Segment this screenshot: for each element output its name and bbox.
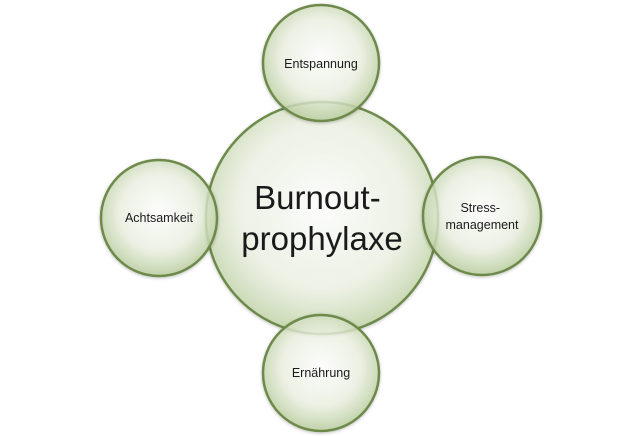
stressmanagement-label-line-2: management	[446, 218, 519, 232]
achtsamkeit-label: Achtsamkeit	[125, 211, 194, 225]
satellite-node-achtsamkeit: Achtsamkeit	[99, 158, 219, 278]
stressmanagement-label-line-1: Stress-	[460, 201, 500, 215]
svg-text:Stress- management: Stress- management	[446, 201, 519, 232]
satellite-node-ernaehrung: Ernährung	[261, 313, 381, 433]
svg-text:Entspannung: Entspannung	[284, 57, 358, 71]
satellite-node-entspannung: Entspannung	[261, 3, 381, 123]
center-label-line-2: prophylaxe	[241, 220, 402, 257]
entspannung-label: Entspannung	[284, 57, 358, 71]
ernaehrung-label: Ernährung	[292, 366, 350, 380]
center-node: Burnout- prophylaxe	[204, 100, 440, 336]
svg-text:Ernährung: Ernährung	[292, 366, 350, 380]
center-label-line-1: Burnout-	[254, 179, 381, 216]
satellite-node-stressmanagement: Stress- management	[421, 155, 543, 277]
svg-text:Burnout- prophylaxe: Burnout- prophylaxe	[241, 179, 402, 257]
svg-text:Achtsamkeit: Achtsamkeit	[125, 211, 194, 225]
